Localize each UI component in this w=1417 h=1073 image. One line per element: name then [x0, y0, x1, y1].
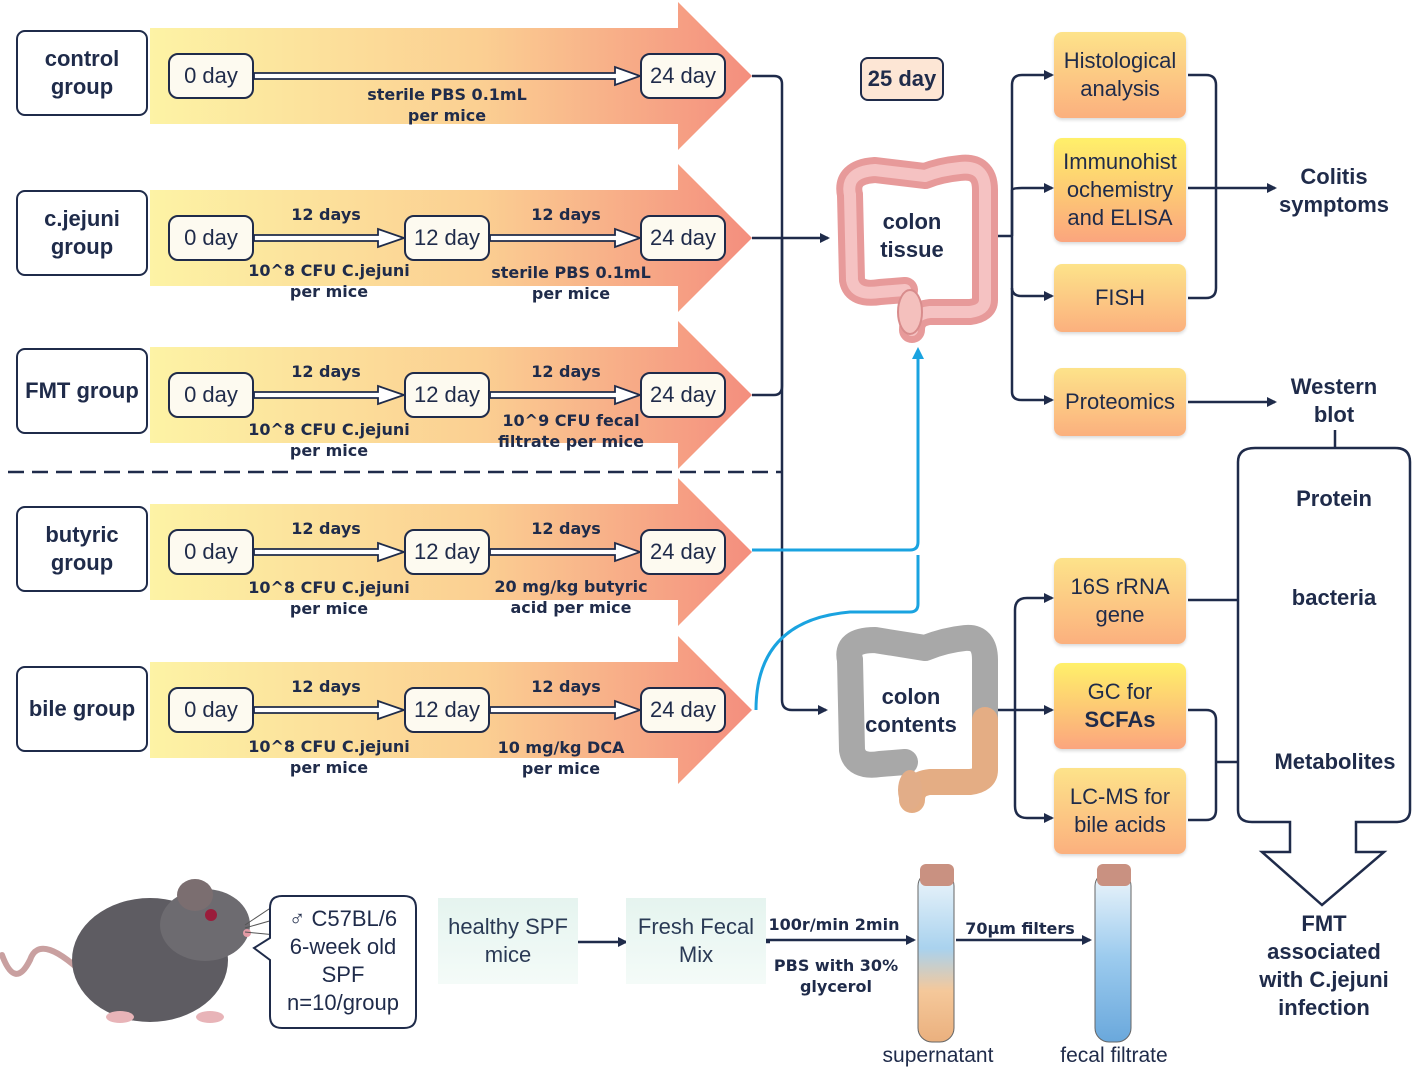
day-connectors [253, 65, 643, 721]
period-label: 12 days [531, 677, 601, 696]
day-box: 24 day [640, 687, 726, 733]
day-box: 0 day [168, 372, 254, 418]
supernatant-tube-icon [917, 864, 955, 1043]
treatment-label-bile-treatment: 10 mg/kg DCA per mice [497, 738, 625, 778]
period-label: 12 days [291, 362, 361, 381]
colon-tissue-illustration [836, 154, 998, 343]
treatment-label-butyric-treatment: 20 mg/kg butyric acid per mice [494, 577, 648, 617]
day-box: 12 day [404, 687, 490, 733]
fish-box: FISH [1054, 264, 1186, 332]
group-label-fmt: FMT group [16, 348, 148, 434]
day-25-box: 25 day [860, 57, 944, 101]
group-label-bile: bile group [16, 666, 148, 752]
lcms-box: LC-MS for bile acids [1054, 768, 1186, 854]
colitis-symptoms-label: Colitis symptoms [1278, 164, 1390, 217]
supernatant-label: supernatant [882, 1044, 994, 1067]
healthy-spf-mice-box: healthy SPF mice [438, 898, 578, 984]
day-box: 12 day [404, 215, 490, 261]
treatment-label-butyric-infection: 10^8 CFU C.jejuni per mice [248, 578, 410, 618]
day-box: 0 day [168, 215, 254, 261]
treatment-label-bile-infection: 10^8 CFU C.jejuni per mice [248, 737, 410, 777]
day-box: 24 day [640, 529, 726, 575]
connector-but-1 [253, 541, 407, 563]
period-label: 12 days [531, 362, 601, 381]
gc-scfa-box: GC for SCFAs [1054, 663, 1186, 749]
connector-cj-2 [489, 227, 643, 249]
treatment-label-fmt-infection: 10^8 CFU C.jejuni per mice [248, 420, 410, 460]
colon-tissue-label: colon tissue [880, 209, 944, 262]
day-box: 12 day [404, 529, 490, 575]
day-box: 24 day [640, 215, 726, 261]
day-box: 0 day [168, 529, 254, 575]
connector-cj-1 [253, 227, 407, 249]
period-label: 12 days [291, 677, 361, 696]
connector-bile-2 [489, 699, 643, 721]
treatment-label-fmt-filtrate: 10^9 CFU fecal filtrate per mice [497, 411, 644, 451]
scfa-line: SCFAs [1084, 707, 1156, 732]
period-label: 12 days [291, 205, 361, 224]
connector-but-2 [489, 541, 643, 563]
bacteria-label: bacteria [1291, 585, 1377, 610]
filters-label: 70μm filters [965, 919, 1075, 938]
gc-line: GC for [1087, 679, 1153, 704]
connector-control [253, 65, 643, 87]
mouse-illustration [0, 879, 281, 1023]
group-label-cjejuni: c.jejuni group [16, 190, 148, 276]
mouse-info-bubble [252, 895, 417, 1029]
filtrate-tube-icon [1094, 864, 1132, 1043]
colon-contents-illustration [836, 624, 998, 813]
day-box: 0 day [168, 53, 254, 99]
day-box: 0 day [168, 687, 254, 733]
histological-analysis-box: Histological analysis [1054, 32, 1186, 118]
treatment-label-cjejuni-pbs: sterile PBS 0.1mL per mice [491, 263, 651, 303]
group-label-butyric: butyric group [16, 506, 148, 592]
metabolites-label: Metabolites [1274, 749, 1396, 774]
immunohistochemistry-box: Immunohist ochemistry and ELISA [1054, 138, 1186, 242]
blue-flow-lines [752, 347, 924, 711]
connector-fmt-1 [253, 384, 407, 406]
fecal-filtrate-label: fecal filtrate [1060, 1044, 1168, 1067]
mouse-info-text: ♂ C57BL/6 6-week old SPF n=10/group [287, 906, 399, 1015]
proteomics-box: Proteomics [1054, 368, 1186, 436]
integration-bracket [1236, 446, 1412, 907]
rrna-box: 16S rRNA gene [1054, 558, 1186, 644]
connector-bile-1 [253, 699, 407, 721]
connector-fmt-2 [489, 384, 643, 406]
day-box: 24 day [640, 53, 726, 99]
period-label: 12 days [531, 519, 601, 538]
treatment-label-cjejuni-infection: 10^8 CFU C.jejuni per mice [248, 261, 410, 301]
group-label-control: control group [16, 30, 148, 116]
period-label: 12 days [291, 519, 361, 538]
period-label: 12 days [531, 205, 601, 224]
fresh-fecal-mix-box: Fresh Fecal Mix [626, 898, 766, 984]
treatment-label-control: sterile PBS 0.1mL per mice [367, 85, 527, 125]
conclusion-label: FMT associated with C.jejuni infection [1259, 911, 1389, 1020]
day-box: 12 day [404, 372, 490, 418]
glycerol-label: PBS with 30% glycerol [773, 956, 899, 996]
day-box: 24 day [640, 372, 726, 418]
western-blot-label: Western blot [1290, 374, 1378, 427]
protein-label: Protein [1296, 486, 1372, 511]
colon-contents-label: colon contents [865, 684, 957, 737]
centrifuge-label: 100r/min 2min [768, 915, 900, 934]
